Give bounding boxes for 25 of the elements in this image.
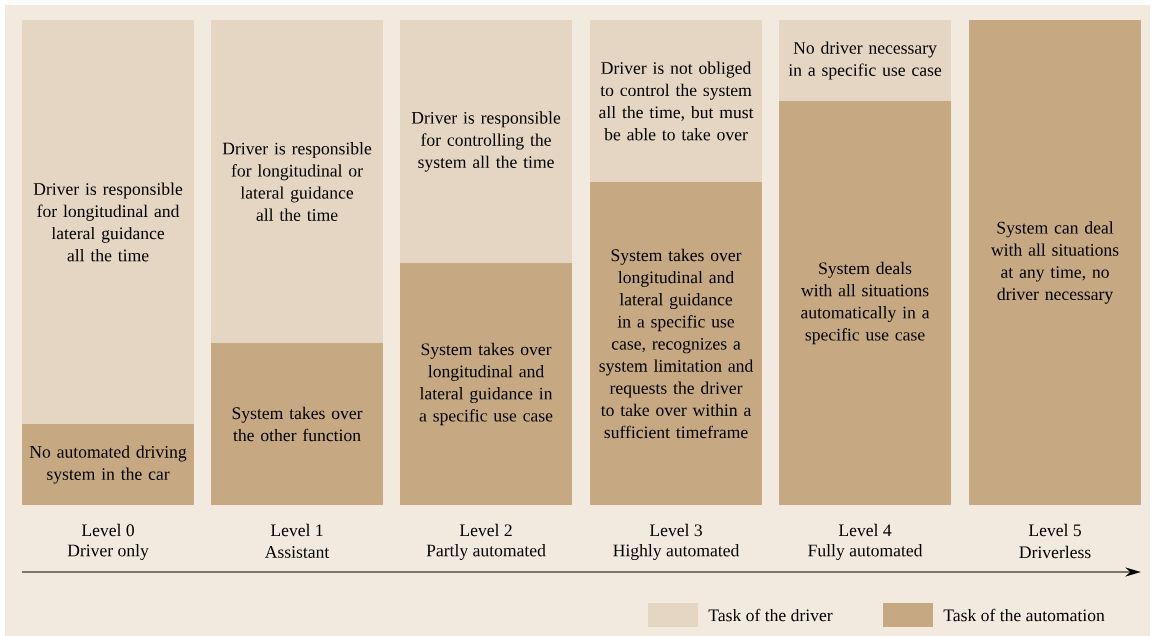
level-label: Level 1 <box>270 523 323 537</box>
legend-text: Task of the driver <box>708 608 833 622</box>
level-label: Driverless <box>1019 545 1091 559</box>
level-label: Level 3 <box>649 523 702 537</box>
automation-task-box: System takes over longitudinal and lateral guidance in a specific use case, recognizes a system limitation and requests the driver to take over within a sufficient timeframe <box>590 182 762 505</box>
level-label: Level 2 <box>459 523 512 537</box>
legend-text: Task of the automation <box>943 608 1105 622</box>
level-label: Partly automated <box>426 544 546 560</box>
driver-task-box: Driver is responsible for longitudinal or lateral guidance all the time <box>211 20 383 343</box>
driver-task-box: Driver is responsible for longitudinal and lateral guidance all the time <box>22 20 194 424</box>
driver-task-box: Driver is not obliged to control the system all the time, but must be able to take over <box>590 20 762 182</box>
automation-task-box: System deals with all situations automatically in a specific use case <box>779 101 951 505</box>
level-label: Highly automated <box>613 544 740 560</box>
driver-task-box: Driver is responsible for controlling the system all the time <box>400 20 572 263</box>
level-label: Fully automated <box>808 544 923 560</box>
level-label: Driver only <box>67 544 149 560</box>
automation-task-box: System takes over the other function <box>211 343 383 505</box>
level-label: Level 0 <box>81 523 134 537</box>
automation-task-box: No automated driving system in the car <box>22 424 194 505</box>
automation-task-box: System can deal with all situations at any time, no driver necessary <box>969 20 1141 505</box>
automation-task-box: System takes over longitudinal and lateral guidance in a specific use case <box>400 263 572 505</box>
level-label: Assistant <box>264 546 330 558</box>
level-label: Level 5 <box>1028 523 1081 537</box>
level-label: Level 4 <box>838 523 892 537</box>
driver-task-box: No driver necessary in a specific use case <box>779 20 951 101</box>
